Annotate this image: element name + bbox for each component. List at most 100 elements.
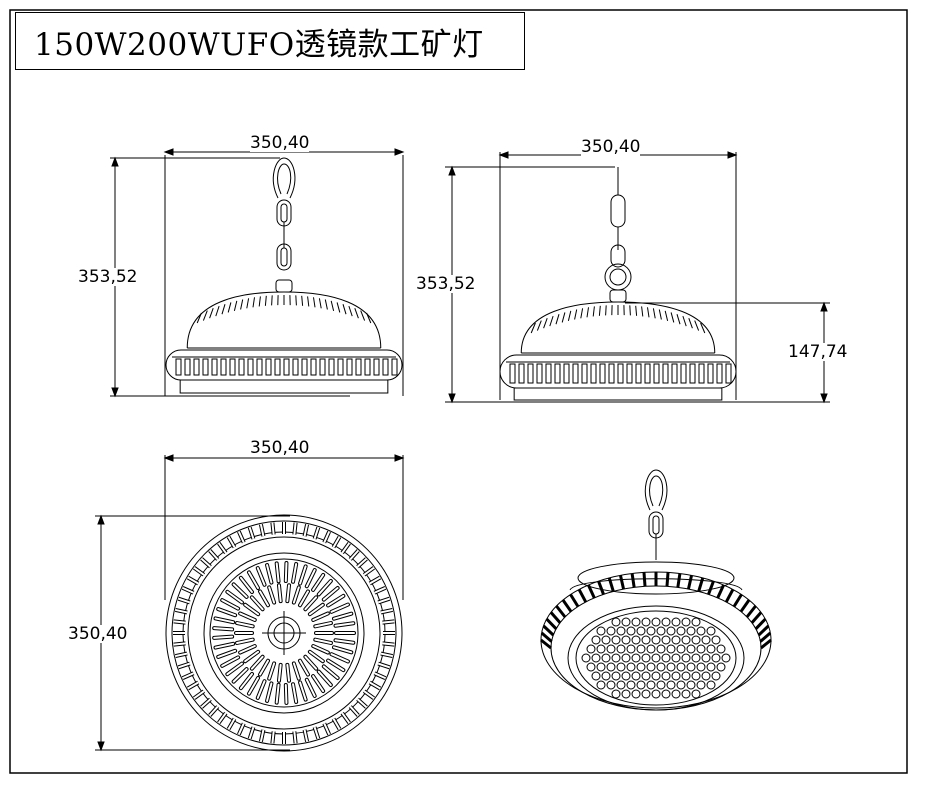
lens-base — [513, 387, 723, 401]
led-lens — [631, 617, 641, 627]
vent-slot-gap — [332, 646, 353, 654]
dome-fin — [647, 307, 650, 318]
ring-fin-gap — [178, 597, 191, 604]
led-lens — [596, 644, 606, 654]
ring-circle — [209, 558, 359, 708]
iso-ring-fin — [597, 580, 605, 595]
iso-ring-fin — [642, 572, 647, 587]
dome-fin — [196, 312, 202, 324]
ring-fin — [229, 358, 236, 376]
led-lens — [646, 680, 656, 690]
led-lens — [606, 680, 616, 690]
dome-fin — [688, 318, 693, 329]
ring-fin-gap — [369, 681, 381, 690]
ring-fin-gap — [323, 723, 331, 735]
hook-inner — [649, 475, 664, 507]
dome-fin — [549, 315, 554, 327]
led-lens — [626, 626, 636, 636]
arrowhead — [97, 741, 105, 752]
ring-fin-gap — [200, 698, 212, 709]
vent-slot-gap — [299, 590, 309, 607]
iso-ring-fin — [607, 577, 615, 592]
ring-fin — [220, 358, 227, 376]
led-lens — [626, 680, 636, 690]
ring-fin-gap — [374, 586, 386, 594]
ring-fin — [635, 363, 642, 384]
led-lens — [671, 671, 681, 681]
ring-fin-gap — [237, 531, 245, 543]
arrowhead — [97, 514, 105, 525]
dome-fin — [336, 302, 341, 313]
led-lens — [681, 617, 691, 627]
ring-fin — [653, 363, 660, 384]
iso-ring-fin — [760, 638, 772, 650]
iso-ring-fin — [697, 577, 705, 592]
ring-fin — [373, 358, 380, 376]
dome-fin — [658, 309, 662, 320]
ring-fin-gap — [341, 712, 351, 724]
hook — [272, 157, 296, 199]
ring-circle — [203, 552, 365, 714]
led-lens — [591, 635, 601, 645]
vent-slot-gap — [312, 573, 325, 591]
vent-slot-gap — [299, 565, 307, 585]
arrowhead — [111, 387, 119, 398]
chain-link-inner — [652, 515, 660, 535]
ring-fin-gap — [227, 718, 236, 730]
led-lens — [701, 671, 711, 681]
led-lens — [686, 662, 696, 672]
led-lens — [666, 680, 676, 690]
ring-fin-gap — [374, 672, 386, 680]
led-lens — [646, 662, 656, 672]
led-lens — [691, 671, 701, 681]
ring-fin — [202, 358, 209, 376]
led-lens — [691, 617, 701, 627]
ring-fin-gap — [380, 608, 393, 614]
vent-slot-gap — [239, 612, 256, 621]
arrowhead — [394, 454, 405, 462]
led-lens — [671, 653, 681, 663]
led-lens — [646, 644, 656, 654]
dome-fin — [202, 310, 208, 321]
ring-fin — [626, 363, 633, 384]
ring-fin — [337, 358, 344, 376]
ring-fin — [644, 363, 651, 384]
vent-slot-gap — [314, 638, 332, 644]
vent-slot-gap — [239, 576, 253, 594]
led-lens — [581, 653, 591, 663]
arrowhead — [498, 151, 509, 159]
hook — [644, 469, 668, 511]
dome-fin — [301, 295, 304, 306]
led-lens — [681, 671, 691, 681]
dome-fin — [676, 314, 681, 325]
ring-fin-gap — [182, 672, 194, 680]
ring-fin-gap — [173, 642, 186, 646]
ring-fin-gap — [356, 698, 368, 709]
vent-slot-gap — [226, 590, 243, 604]
ring-fin-gap — [313, 527, 320, 540]
ring-fin — [536, 363, 543, 384]
dome-fin — [264, 295, 267, 306]
dome-fin — [252, 297, 255, 308]
vent-slot-gap — [304, 596, 318, 611]
ring-fin — [590, 363, 597, 384]
ring-fin-gap — [248, 726, 255, 739]
dome-fin — [348, 305, 353, 317]
ring-fin — [599, 363, 606, 384]
ring-fin-gap — [369, 576, 381, 585]
vent-slot-gap — [308, 603, 324, 616]
led-lens — [696, 626, 706, 636]
ring-circle — [171, 520, 397, 746]
iso-ring-fin — [745, 605, 757, 618]
ring-fin-gap — [341, 542, 351, 554]
vent-slot-gap — [244, 650, 260, 663]
chain-link-inner — [280, 247, 288, 267]
led-lens — [671, 689, 681, 699]
ring-fin-gap — [382, 620, 395, 624]
ring-fin — [608, 363, 615, 384]
ring-fin — [518, 363, 525, 384]
led-lens — [651, 689, 661, 699]
dome-fin — [209, 308, 214, 319]
led-lens — [661, 671, 671, 681]
vent-slot-gap — [226, 662, 243, 676]
